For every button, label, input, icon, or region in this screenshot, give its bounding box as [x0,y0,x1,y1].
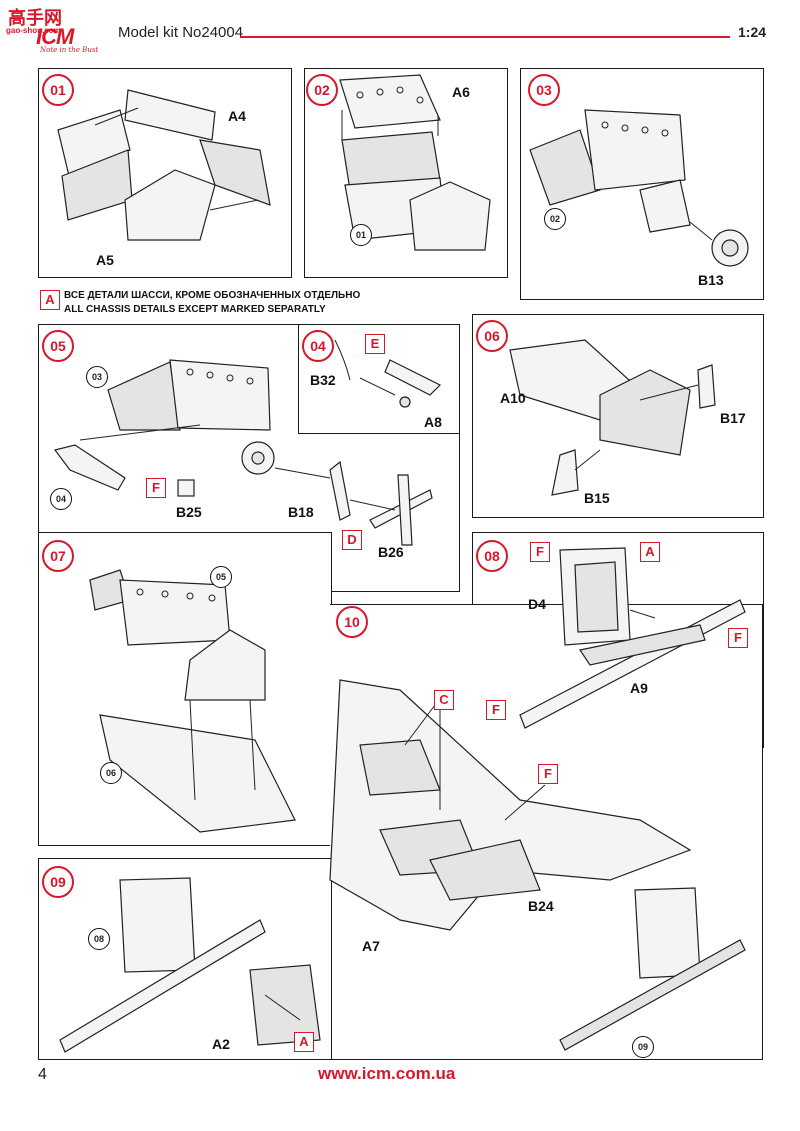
ref-step-06: 06 [100,762,122,784]
part-label-b15: B15 [584,490,610,506]
part-label-a6: A6 [452,84,470,100]
ref-step-04: 04 [50,488,72,510]
tag-a-radiator: A [640,542,660,562]
step-number-10: 10 [336,606,368,638]
part-label-b13: B13 [698,272,724,288]
part-label-b32: B32 [310,372,336,388]
ref-step-09: 09 [632,1036,654,1058]
step-01-drawing [57,89,271,241]
step-number-05: 05 [42,330,74,362]
step-10-drawing [329,679,746,1051]
ref-step-05: 05 [210,566,232,588]
tag-f-step10: F [538,764,558,784]
header-rule [240,36,730,38]
step-02-drawing [339,74,491,251]
step-number-02: 02 [306,74,338,106]
part-label-a9: A9 [630,680,648,696]
watermark-logo: 高手网 [8,8,62,29]
part-label-b18: B18 [288,504,314,520]
watermark-url: gao-shou.com [6,26,61,35]
brand-tagline: Note in the Bust [40,46,99,54]
part-label-b25: B25 [176,504,202,520]
step-number-03: 03 [528,74,560,106]
ref-step-03: 03 [86,366,108,388]
step-08-drawing [519,547,746,729]
part-label-a8: A8 [424,414,442,430]
note-tag-a: A [40,290,60,310]
part-label-a5: A5 [96,252,114,268]
part-label-a2: A2 [212,1036,230,1052]
tag-f-right: F [728,628,748,648]
step-number-06: 06 [476,320,508,352]
step-05-drawing [53,359,433,546]
step-09-drawing [59,877,321,1053]
part-label-b17: B17 [720,410,746,426]
kit-title: Model kit No24004 [118,24,244,41]
tag-c: C [434,690,454,710]
step-number-08: 08 [476,540,508,572]
step-04-drawing [334,339,442,408]
page-header: 高手网 gao-shou.com ICM Note in the Bust Mo… [0,0,800,60]
footer-url[interactable]: www.icm.com.ua [318,1064,456,1083]
step-number-07: 07 [42,540,74,572]
scale-label: 1:24 [738,24,767,40]
tag-f-left: F [486,700,506,720]
ref-step-02: 02 [544,208,566,230]
page-number: 4 [38,1066,47,1083]
ref-step-08: 08 [88,928,110,950]
tag-a-step09: A [294,1032,314,1052]
step-06-drawing [509,339,716,496]
step-number-04: 04 [302,330,334,362]
part-label-b24: B24 [528,898,554,914]
ref-step-01: 01 [350,224,372,246]
part-label-b26: B26 [378,544,404,560]
tag-f-step05: F [146,478,166,498]
brand-logo: ICM [36,24,74,49]
part-label-a4: A4 [228,108,246,124]
step-07-drawing [89,569,296,833]
part-label-a7: A7 [362,938,380,954]
step-number-01: 01 [42,74,74,106]
step-03-drawing [529,109,749,267]
tag-d: D [342,530,362,550]
note-line-ru: ВСЕ ДЕТАЛИ ШАССИ, КРОМЕ ОБОЗНАЧЕННЫХ ОТД… [64,290,361,301]
step-number-09: 09 [42,866,74,898]
tag-e: E [365,334,385,354]
note-line-en: ALL CHASSIS DETAILS EXCEPT MARKED SEPARA… [64,304,326,315]
tag-f-top: F [530,542,550,562]
part-label-a10: A10 [500,390,526,406]
part-label-d4: D4 [528,596,546,612]
